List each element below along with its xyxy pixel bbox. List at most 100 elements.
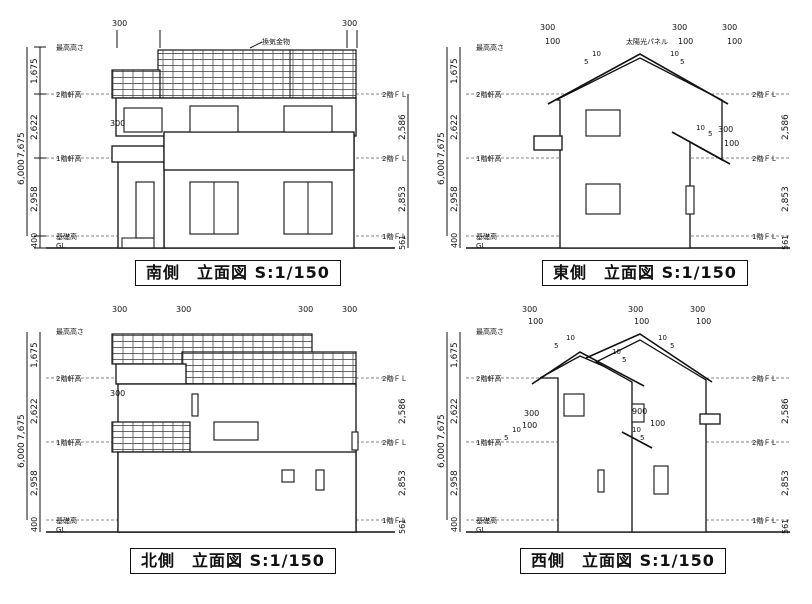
east-dim-r-upper: 2,586 [781, 114, 791, 140]
east-level-max: 最高高さ [476, 43, 504, 52]
west-elevation: 1,675 2,622 2,958 400 7,675 6,000 最高高さ 2… [437, 305, 791, 534]
east-level-eave-1f: 1階軒高 [476, 154, 501, 163]
north-dim-r-upper: 2,586 [398, 398, 408, 424]
dim-lower-total: 6,000 [17, 159, 27, 185]
north-300-b: 300 [176, 305, 191, 314]
west-dim-r-lower: 2,853 [781, 470, 791, 496]
west-100-side-b: 100 [650, 419, 665, 428]
east-300-b: 300 [672, 23, 687, 32]
east-pitch-run-2: 5 [708, 130, 712, 138]
west-dim-r-base: 561 [781, 519, 790, 534]
north-300-a: 300 [112, 305, 127, 314]
north-dim-lower: 2,958 [30, 470, 40, 496]
east-300-side: 300 [718, 125, 733, 134]
west-pitch-run-4: 5 [504, 434, 508, 442]
north-elevation: 1,675 2,622 2,958 400 7,675 6,000 最高高さ 2… [17, 305, 408, 534]
north-dim-upper: 2,622 [30, 398, 40, 424]
west-dim-lower-total: 6,000 [437, 442, 447, 468]
east-level-eave-2f: 2階軒高 [476, 90, 501, 99]
east-100-side: 100 [724, 139, 739, 148]
east-dim-upper: 2,622 [450, 114, 460, 140]
east-dim-lower-total: 6,000 [437, 159, 447, 185]
north-level-eave-1f: 1階軒高 [56, 438, 81, 447]
east-pitch-rise-2: 10 [696, 124, 705, 132]
level-max-height: 最高高さ [56, 43, 84, 52]
west-pitch-rise-5: 10 [632, 426, 641, 434]
west-100-b: 100 [634, 317, 649, 326]
east-100-c: 100 [727, 37, 742, 46]
west-dim-top: 1,675 [450, 342, 460, 368]
east-dim-r-lower: 2,853 [781, 186, 791, 212]
west-300-b: 300 [628, 305, 643, 314]
east-elevation-caption: 東側 立面図 S:1/150 [542, 260, 748, 286]
north-level-max: 最高高さ [56, 327, 84, 336]
dim-base: 400 [30, 233, 39, 248]
west-pitch-run: 5 [554, 342, 558, 350]
east-pitch-run-3: 5 [680, 58, 684, 66]
east-level-gl: GL [476, 242, 485, 250]
dim-300-a: 300 [112, 19, 127, 28]
west-dim-base: 400 [450, 517, 459, 532]
level-fl-1f-mid: 2階ＦＬ [382, 154, 407, 163]
west-100-a: 100 [528, 317, 543, 326]
west-level-eave-2f: 2階軒高 [476, 374, 501, 383]
west-fl-1f: 1階ＦＬ [752, 516, 777, 525]
east-dim-base: 400 [450, 233, 459, 248]
east-pitch-rise: 10 [592, 50, 601, 58]
level-foundation: 基礎高 [56, 232, 77, 241]
note-vent: 換気金物 [262, 37, 290, 46]
north-300-side: 300 [110, 389, 125, 398]
dim-300-south-side: 300 [110, 119, 125, 128]
west-900: 900 [632, 407, 647, 416]
east-fl-2f: 2階ＦＬ [752, 90, 777, 99]
west-level-foundation: 基礎高 [476, 516, 497, 525]
west-pitch-run-3: 5 [670, 342, 674, 350]
north-dim-r-lower: 2,853 [398, 470, 408, 496]
east-fl-1f: 1階ＦＬ [752, 232, 777, 241]
east-dim-lower: 2,958 [450, 186, 460, 212]
dim-right-base: 561 [398, 235, 407, 250]
dim-right-upper: 2,586 [398, 114, 408, 140]
west-100-side: 100 [522, 421, 537, 430]
west-pitch-run-2: 5 [622, 356, 626, 364]
east-300-c: 300 [722, 23, 737, 32]
dim-lower: 2,958 [30, 186, 40, 212]
west-level-max: 最高高さ [476, 327, 504, 336]
east-100-a: 100 [545, 37, 560, 46]
east-dim-top: 1,675 [450, 58, 460, 84]
south-left-dimensions: 1,675 2,622 2,958 400 7,675 6,000 [17, 46, 46, 249]
west-100-c: 100 [696, 317, 711, 326]
west-pitch-rise-2: 10 [612, 348, 621, 356]
west-dim-r-upper: 2,586 [781, 398, 791, 424]
north-level-foundation: 基礎高 [56, 516, 77, 525]
south-elevation-caption: 南側 立面図 S:1/150 [135, 260, 341, 286]
south-elevation: 1,675 2,622 2,958 400 7,675 6,000 最高高さ 2… [17, 19, 409, 250]
level-eave-1f: 1階軒高 [56, 154, 81, 163]
west-300-c: 300 [690, 305, 705, 314]
east-level-foundation: 基礎高 [476, 232, 497, 241]
east-100-b: 100 [678, 37, 693, 46]
west-pitch-run-5: 5 [640, 434, 644, 442]
east-fl-2f-mid: 2階ＦＬ [752, 154, 777, 163]
level-fl-1f: 1階ＦＬ [382, 232, 407, 241]
east-pitch-run: 5 [584, 58, 588, 66]
north-elevation-caption: 北側 立面図 S:1/150 [130, 548, 336, 574]
west-elevation-caption: 西側 立面図 S:1/150 [520, 548, 726, 574]
north-fl-1f: 1階ＦＬ [382, 516, 407, 525]
north-dim-top: 1,675 [30, 342, 40, 368]
west-300-a: 300 [522, 305, 537, 314]
west-level-gl: GL [476, 526, 485, 534]
level-gl: GL [56, 242, 65, 250]
north-dim-r-base: 561 [398, 519, 407, 534]
north-300-c: 300 [298, 305, 313, 314]
north-dim-lower-total: 6,000 [17, 442, 27, 468]
north-dim-base: 400 [30, 517, 39, 532]
west-fl-2f-mid: 2階ＦＬ [752, 438, 777, 447]
east-dim-total: 7,675 [437, 132, 447, 158]
west-pitch-rise-4: 10 [512, 426, 521, 434]
east-elevation: 1,675 2,622 2,958 400 7,675 6,000 最高高さ 2… [437, 23, 791, 250]
west-fl-2f: 2階ＦＬ [752, 374, 777, 383]
dim-upper: 2,622 [30, 114, 40, 140]
dim-300-b: 300 [342, 19, 357, 28]
